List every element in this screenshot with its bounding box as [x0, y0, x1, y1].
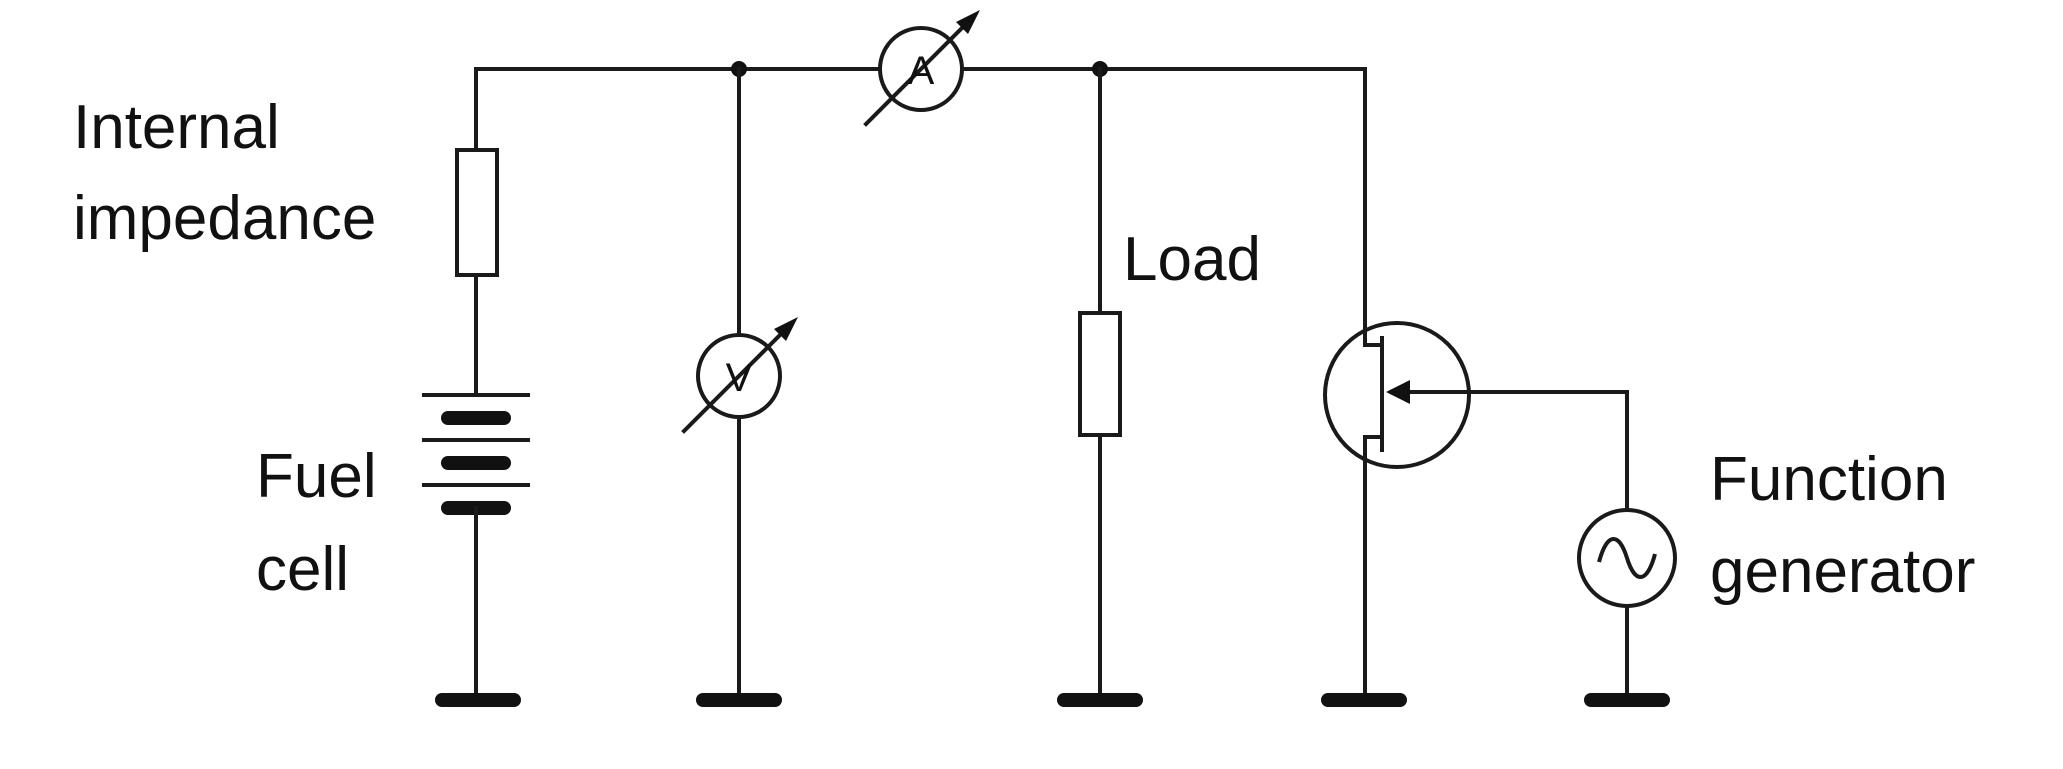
transistor-gate-arrow	[1386, 380, 1410, 404]
label-load: Load	[1123, 225, 1261, 294]
function-generator	[1577, 508, 1677, 608]
ammeter: A	[863, 10, 980, 127]
label-function-generator-line2: generator	[1710, 537, 1975, 606]
ammeter-arrow-shaft	[863, 17, 973, 127]
fuel-cell-battery	[422, 393, 530, 515]
transistor	[1323, 321, 1629, 469]
ammeter-letter: A	[908, 49, 935, 93]
load-resistor	[1078, 311, 1122, 437]
voltmeter-arrow-head	[774, 317, 798, 341]
internal-impedance-resistor	[455, 148, 499, 277]
transistor-circle	[1323, 321, 1471, 469]
sine-wave-icon	[1597, 537, 1657, 579]
voltmeter: V	[681, 317, 798, 434]
label-internal-impedance-line1: Internal	[73, 93, 280, 162]
ammeter-arrow-head	[956, 10, 980, 34]
voltmeter-letter: V	[726, 356, 753, 400]
label-function-generator-line1: Function	[1710, 445, 1948, 514]
label-fuel-cell-line1: Fuel	[256, 442, 377, 511]
voltmeter-arrow-shaft	[681, 324, 791, 434]
label-internal-impedance-line2: impedance	[73, 184, 376, 253]
label-fuel-cell-line2: cell	[256, 535, 349, 604]
